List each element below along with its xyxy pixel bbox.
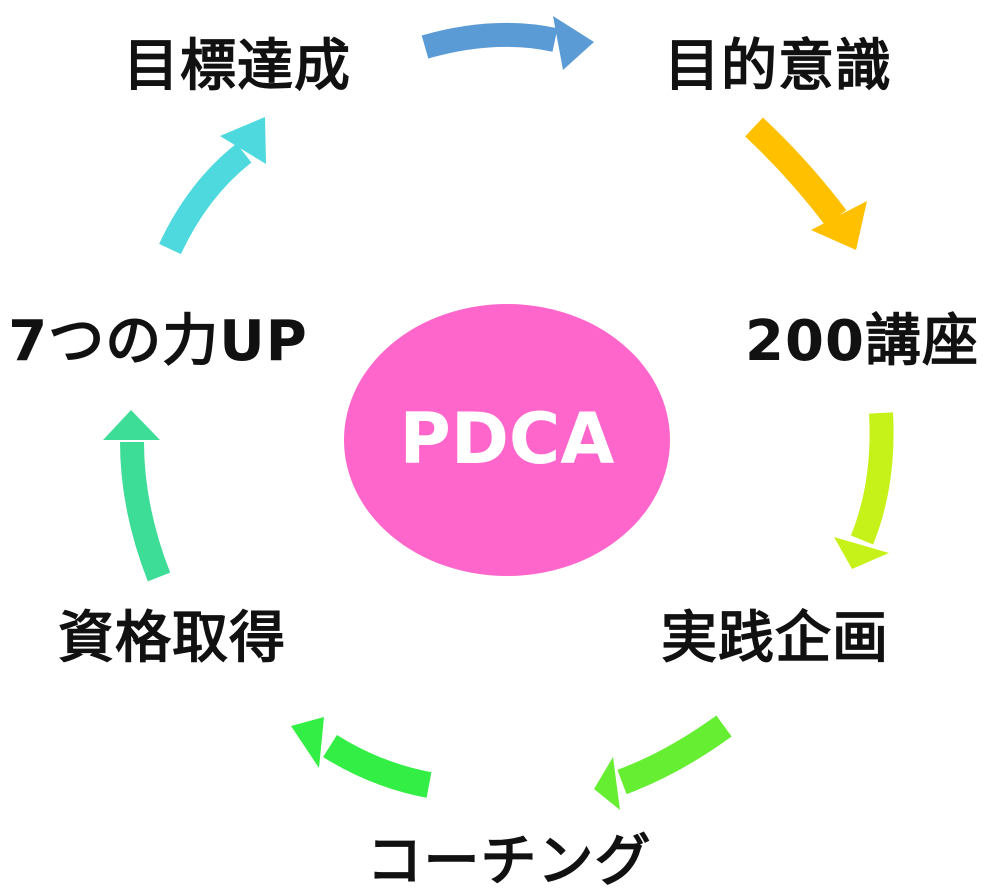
arrow-purpose-to-courses-shaft	[745, 117, 847, 226]
node-200-courses: 200講座	[745, 309, 979, 374]
node-coaching: コーチング	[367, 829, 652, 893]
arrow-certification-to-seven-powers	[103, 410, 171, 582]
arrow-seven-powers-to-goal-head	[220, 117, 266, 164]
arrow-practice-to-coaching-shaft	[617, 715, 732, 795]
arrow-goal-to-purpose	[421, 16, 594, 70]
node-goal-achievement: 目標達成	[123, 34, 351, 99]
arrow-goal-to-purpose-shaft	[421, 22, 558, 59]
arrow-courses-to-practice-head	[834, 537, 889, 569]
arrow-seven-powers-to-goal-shaft	[159, 143, 252, 255]
pdca-center-label: PDCA	[400, 398, 615, 480]
arrow-coaching-to-certification-shaft	[323, 734, 432, 798]
arrow-goal-to-purpose-head	[553, 16, 594, 70]
node-certification: 資格取得	[58, 606, 286, 671]
arrow-coaching-to-certification-head	[291, 717, 324, 768]
arrow-coaching-to-certification	[291, 717, 432, 798]
node-practice-planning: 実践企画	[661, 606, 889, 671]
arrow-courses-to-practice	[834, 412, 894, 569]
node-purpose-awareness: 目的意識	[664, 34, 892, 99]
pdca-center-ellipse	[344, 304, 670, 576]
arrow-seven-powers-to-goal	[159, 117, 266, 255]
arrow-certification-to-seven-powers-shaft	[120, 441, 171, 582]
node-seven-powers-up: 7つの力UP	[8, 309, 307, 374]
arrow-practice-to-coaching-head	[594, 757, 620, 810]
arrow-certification-to-seven-powers-head	[103, 410, 160, 440]
arrow-courses-to-practice-shaft	[850, 412, 894, 545]
arrow-purpose-to-courses	[745, 117, 867, 250]
arrow-practice-to-coaching	[594, 715, 732, 810]
arrow-purpose-to-courses-head	[811, 201, 867, 250]
